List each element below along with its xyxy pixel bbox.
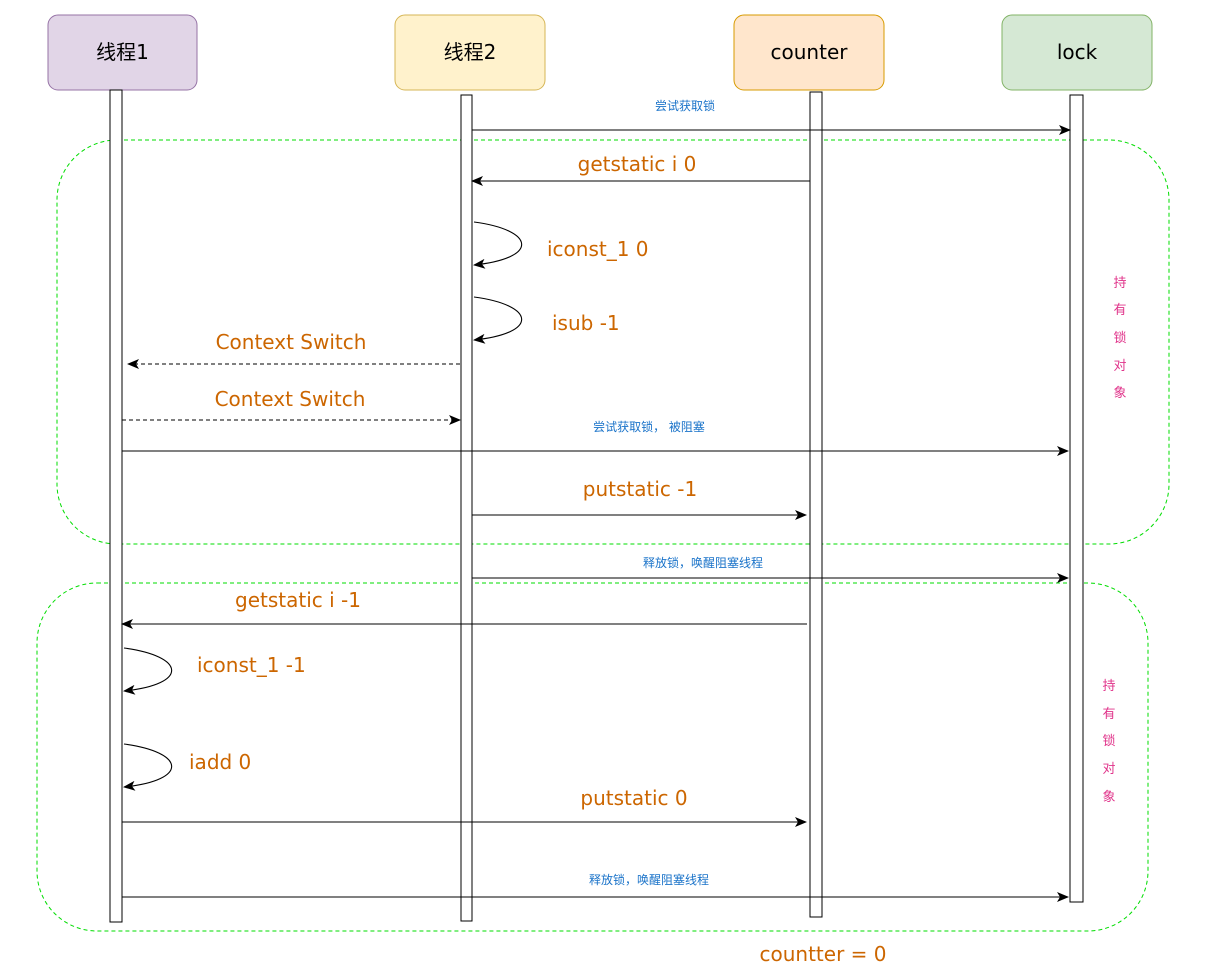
label-t1-putstatic: putstatic 0 <box>580 786 687 810</box>
actor-thread2: 线程2 <box>394 14 546 91</box>
label-t2-iconst: iconst_1 0 <box>547 237 649 261</box>
region2-char-2: 有 <box>1102 707 1115 722</box>
actor-thread2-box <box>394 14 546 91</box>
label-t2-release: 释放锁，唤醒阻塞线程 <box>643 555 763 570</box>
arrow-t2-isub <box>473 296 523 344</box>
actor-counter: counter <box>733 14 885 91</box>
region1-char-3: 锁 <box>1113 330 1126 346</box>
label-context-switch-2: Context Switch <box>215 387 366 411</box>
region2-char-1: 持 <box>1102 679 1115 694</box>
label-t2-try-lock: 尝试获取锁 <box>655 98 715 113</box>
lock-held-region-thread1 <box>36 582 1149 932</box>
lifeline-counter <box>809 91 823 918</box>
actor-thread2-label: 线程2 <box>444 40 497 64</box>
lifeline-lock <box>1069 94 1084 903</box>
label-t2-putstatic: putstatic -1 <box>583 477 697 501</box>
label-t1-iconst: iconst_1 -1 <box>197 653 306 677</box>
region1-char-1: 持 <box>1113 276 1126 291</box>
result-label: countter = 0 <box>760 942 887 966</box>
label-t2-getstatic: getstatic i 0 <box>578 152 697 176</box>
actor-counter-box <box>733 14 885 91</box>
actor-lock: lock <box>1001 14 1153 91</box>
region1-char-2: 有 <box>1113 303 1126 318</box>
lock-held-region-thread2 <box>56 139 1170 545</box>
actor-thread1-label: 线程1 <box>96 40 149 64</box>
region1-char-5: 象 <box>1113 386 1126 401</box>
actor-counter-label: counter <box>771 40 849 64</box>
region2-char-4: 对 <box>1102 762 1115 777</box>
region-label-hold-lock-1: 持 有 锁 对 象 <box>1113 276 1126 401</box>
label-t1-getstatic: getstatic i -1 <box>235 588 361 612</box>
label-context-switch-1: Context Switch <box>216 330 367 354</box>
region2-char-5: 象 <box>1102 790 1115 805</box>
actor-lock-label: lock <box>1057 40 1098 64</box>
lifeline-thread2 <box>460 94 473 922</box>
arrow-t2-iconst <box>473 221 523 269</box>
region1-char-4: 对 <box>1113 359 1126 374</box>
actor-thread1: 线程1 <box>47 14 198 91</box>
label-t1-try-lock-blocked: 尝试获取锁， 被阻塞 <box>593 419 705 434</box>
label-t1-release: 释放锁，唤醒阻塞线程 <box>589 872 709 887</box>
lifeline-thread1 <box>109 89 123 923</box>
actor-lock-box <box>1001 14 1153 91</box>
region2-char-3: 锁 <box>1102 733 1115 749</box>
arrow-t1-iadd <box>123 743 173 791</box>
label-t1-iadd: iadd 0 <box>189 750 251 774</box>
region-label-hold-lock-2: 持 有 锁 对 象 <box>1102 679 1115 805</box>
label-t2-isub: isub -1 <box>552 311 620 335</box>
arrow-t1-iconst <box>123 647 173 695</box>
